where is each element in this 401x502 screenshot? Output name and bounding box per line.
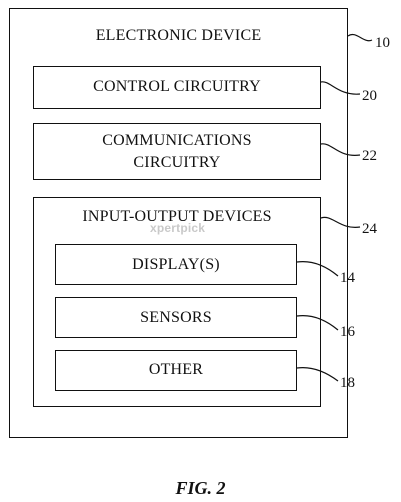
ref-numeral-16: 16 [340,324,355,340]
ref-numeral-10: 10 [375,35,390,51]
ref-numeral-24: 24 [362,221,377,237]
ref-numeral-22: 22 [362,148,377,164]
communications-circuitry-box: COMMUNICATIONS CIRCUITRY [33,123,321,180]
input-output-devices-title: INPUT-OUTPUT DEVICES [82,208,272,225]
watermark-logo: xpertpick [150,221,205,235]
control-circuitry-box: CONTROL CIRCUITRY [33,66,321,109]
ref-numeral-14: 14 [340,270,355,286]
electronic-device-title: ELECTRONIC DEVICE [95,27,262,44]
control-circuitry-label: CONTROL CIRCUITRY [93,78,261,95]
leader-line-10 [347,34,373,42]
display-label: DISPLAY(S) [132,256,220,273]
display-box: DISPLAY(S) [55,244,297,285]
sensors-box: SENSORS [55,297,297,338]
other-label: OTHER [148,361,204,378]
sensors-label: SENSORS [140,309,212,326]
communications-label-line2: CIRCUITRY [133,154,221,171]
watermark-text: xpertpick [150,221,206,235]
ref-numeral-18: 18 [340,375,355,391]
communications-label-line1: COMMUNICATIONS [102,132,252,149]
ref-numeral-20: 20 [362,88,377,104]
figure-caption: FIG. 2 [175,478,226,498]
other-box: OTHER [55,350,297,391]
